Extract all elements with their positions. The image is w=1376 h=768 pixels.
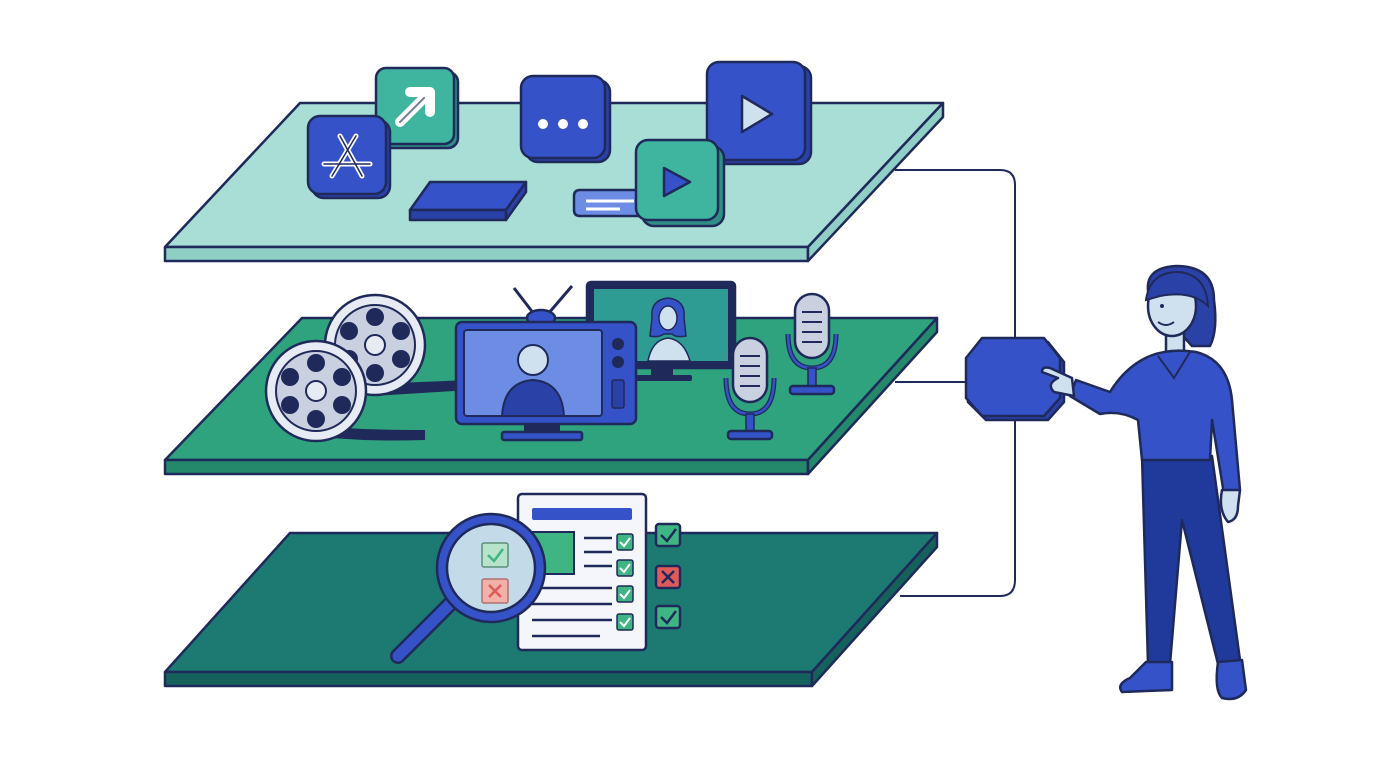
play-icon bbox=[705, 60, 813, 166]
check-icon bbox=[654, 522, 682, 548]
connector-lines bbox=[895, 169, 1016, 597]
hexagon-hub-icon[interactable] bbox=[964, 336, 1066, 422]
cross-icon bbox=[654, 564, 682, 590]
layer-bottom bbox=[163, 492, 939, 688]
play-icon bbox=[634, 138, 726, 228]
tv-icon bbox=[454, 285, 638, 442]
film-reel-icon bbox=[264, 339, 368, 443]
arrow-up-right-icon bbox=[374, 66, 460, 150]
more-dots-icon bbox=[519, 74, 612, 164]
person-icon bbox=[500, 344, 566, 417]
microphone-icon bbox=[723, 336, 777, 441]
app-store-icon bbox=[306, 114, 392, 200]
woman-pointing-icon bbox=[1040, 264, 1248, 701]
tablet-icon bbox=[408, 180, 528, 222]
person-icon bbox=[647, 297, 691, 362]
check-icon bbox=[654, 604, 682, 630]
magnifier-icon bbox=[390, 512, 547, 664]
layer-top bbox=[163, 60, 945, 263]
document-icon bbox=[516, 492, 648, 652]
microphone-icon bbox=[785, 292, 839, 396]
layer-middle bbox=[163, 280, 939, 476]
